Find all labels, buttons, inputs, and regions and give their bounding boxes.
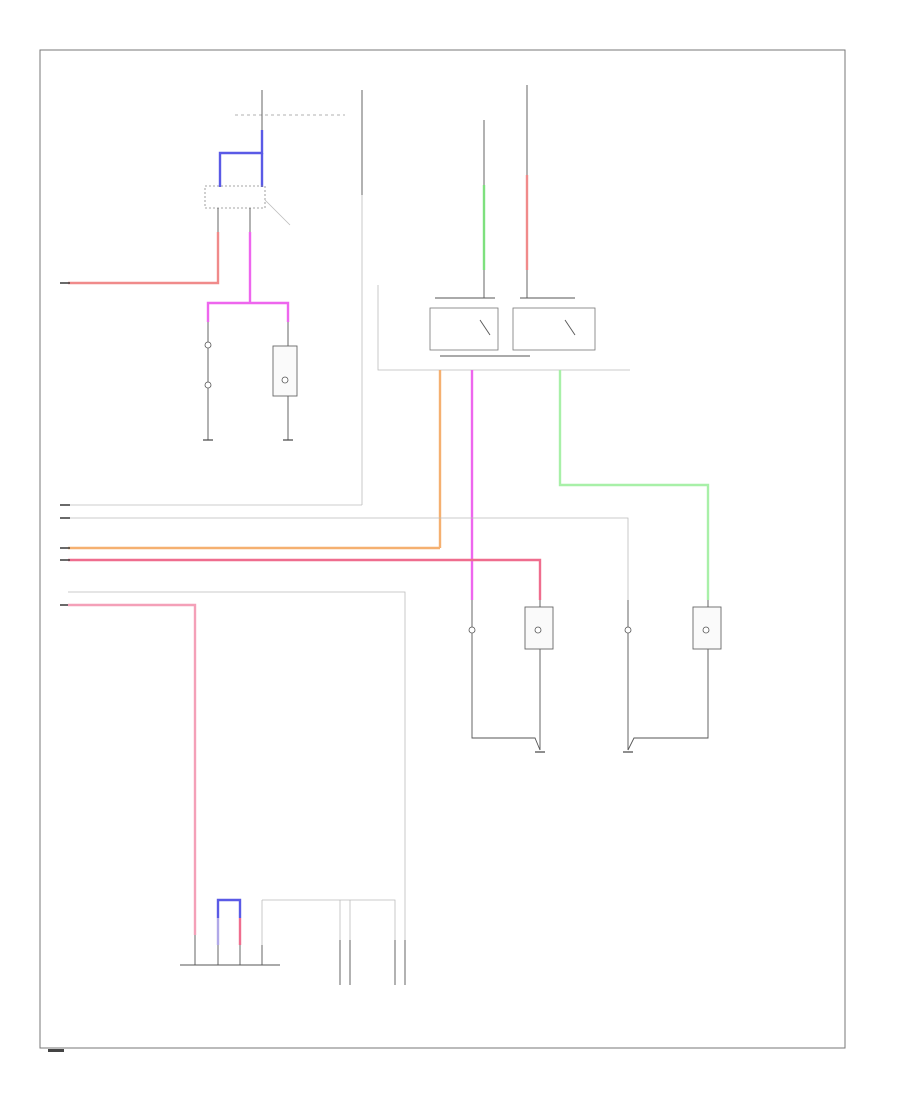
relay-module — [377, 285, 630, 371]
lamp-bulb-icon — [624, 626, 632, 634]
front-left-lamp-b — [524, 600, 554, 680]
front-left-lamp-a — [468, 600, 476, 680]
lamp-bulb-icon — [281, 376, 289, 384]
magenta-wire-fog — [206, 208, 290, 322]
front-right-lamp-a — [624, 600, 632, 680]
sensor-connector — [180, 898, 280, 966]
relay-contact-icon — [564, 319, 576, 336]
page-mark — [48, 1049, 64, 1052]
gray-wire-3 — [68, 591, 406, 940]
bottom-connector-a — [339, 940, 351, 985]
fuse-block-right — [483, 85, 528, 185]
front-right-lamp-b — [692, 600, 722, 680]
fuse-block-top — [235, 90, 363, 505]
lamp-bulb-icon — [204, 381, 212, 389]
bottom-connector-b — [394, 940, 406, 985]
gray-wire-4 — [262, 899, 396, 940]
diagram-frame — [39, 49, 846, 1049]
relay-contact-icon — [479, 319, 491, 336]
ground-return-left — [471, 680, 541, 751]
lamp-bulb-icon — [468, 626, 476, 634]
light-green-wire — [558, 370, 710, 600]
lamp-bulb-icon — [702, 626, 710, 634]
right-fog-lamp — [272, 322, 298, 441]
ground-return-right — [627, 680, 709, 751]
lamp-bulb-icon — [534, 626, 542, 634]
gray-wire-2 — [68, 517, 629, 600]
pink-wire-sensor — [68, 603, 197, 935]
pink-red-wire — [68, 558, 542, 600]
lamp-box — [272, 345, 298, 397]
red-wire-left — [60, 208, 220, 285]
left-fog-lamp — [203, 322, 213, 441]
lamp-bulb-icon — [204, 341, 212, 349]
blue-wire — [218, 130, 264, 187]
left-edge-connectors — [60, 504, 70, 606]
junction-block-top-left — [204, 185, 291, 226]
